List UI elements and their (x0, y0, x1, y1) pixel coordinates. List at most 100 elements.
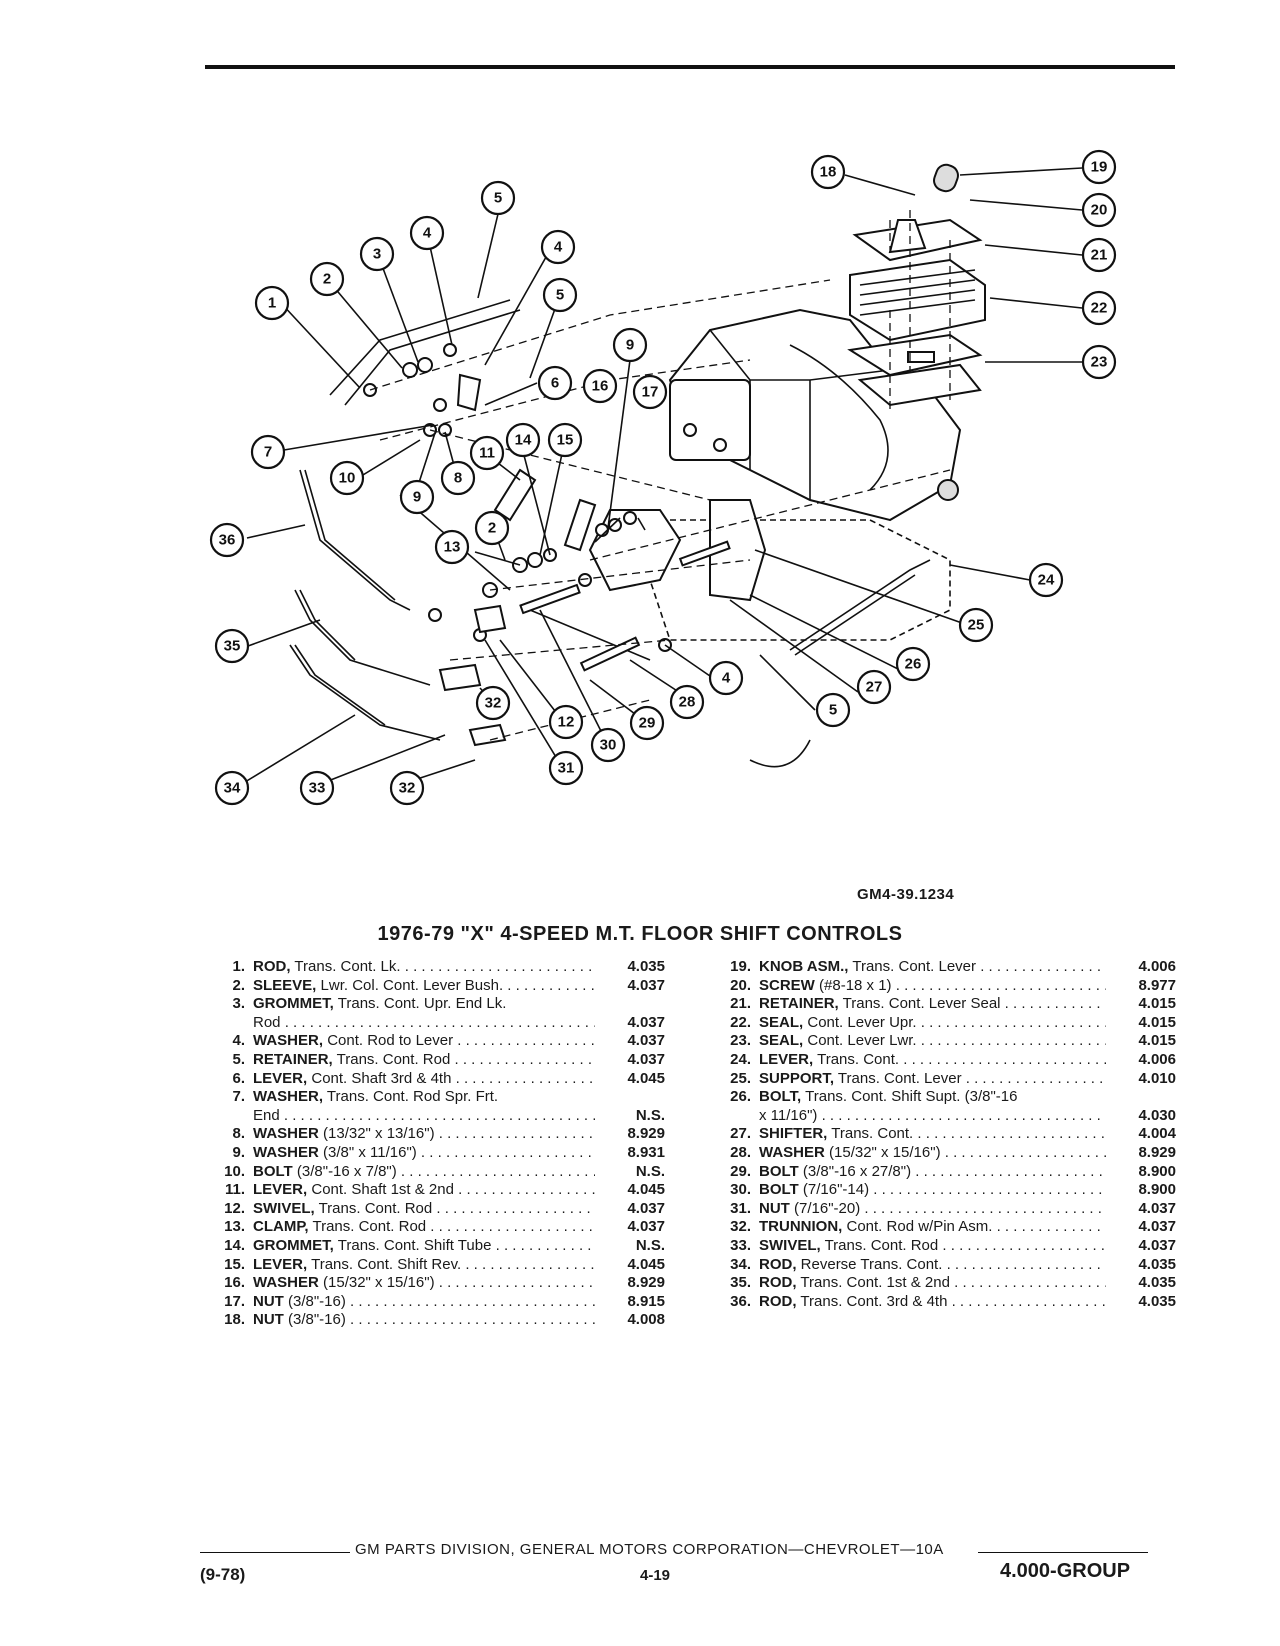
part-name: WASHER (253, 1143, 319, 1161)
assembly-lines (369, 210, 951, 741)
parts-row: 12.SWIVEL, Trans. Cont. Rod4.037 (200, 1200, 665, 1219)
parts-row: 6.LEVER, Cont. Shaft 3rd & 4th4.045 (200, 1070, 665, 1089)
part-description: KNOB ASM., Trans. Cont. Lever (759, 958, 1106, 977)
part-detail: (13/32" x 13/16") (323, 1125, 435, 1143)
svg-text:23: 23 (1091, 354, 1108, 371)
part-detail: (3/8"-16 x 7/8") (296, 1162, 397, 1180)
part-description: NUT (3/8"-16) (253, 1293, 595, 1312)
parts-row: 32.TRUNNION, Cont. Rod w/Pin Asm.4.037 (706, 1218, 1176, 1237)
footer-group: 4.000-GROUP (1000, 1560, 1131, 1582)
parts-row: EndN.S. (200, 1107, 665, 1126)
parts-row: 15.LEVER, Trans. Cont. Shift Rev.4.045 (200, 1256, 665, 1275)
parts-row: 2.SLEEVE, Lwr. Col. Cont. Lever Bush.4.0… (200, 977, 665, 996)
svg-text:7: 7 (264, 444, 272, 461)
part-number-index: 9. (232, 1143, 245, 1161)
part-name: GROMMET, (253, 1236, 334, 1254)
parts-row: 27.SHIFTER, Trans. Cont.4.004 (706, 1125, 1176, 1144)
part-name: WASHER, (253, 1088, 324, 1106)
svg-text:36: 36 (219, 532, 236, 549)
parts-row: 23.SEAL, Cont. Lever Lwr.4.015 (706, 1032, 1176, 1051)
callout-11: 11 (469, 435, 505, 471)
group-number: 8.929 (627, 1125, 665, 1143)
part-number-index: 2. (232, 976, 245, 994)
part-description: CLAMP, Trans. Cont. Rod (253, 1218, 595, 1237)
svg-text:34: 34 (224, 780, 241, 797)
footer-rule-right (978, 1552, 1148, 1553)
callout-33: 33 (299, 770, 335, 806)
part-description: ROD, Reverse Trans. Cont. (759, 1256, 1106, 1275)
part-number-index: 24. (730, 1050, 751, 1068)
part-description: WASHER (15/32" x 15/16") (759, 1144, 1106, 1163)
part-description: SLEEVE, Lwr. Col. Cont. Lever Bush. (253, 977, 595, 996)
group-number: 4.015 (1138, 995, 1176, 1013)
part-name: NUT (759, 1199, 790, 1217)
parts-row: Rod4.037 (200, 1014, 665, 1033)
callout-5c: 5 (815, 692, 851, 728)
part-number-index: 11. (224, 1181, 245, 1199)
parts-row: 8.WASHER (13/32" x 13/16")8.929 (200, 1125, 665, 1144)
parts-row: 25.SUPPORT, Trans. Cont. Lever4.010 (706, 1070, 1176, 1089)
part-name: TRUNNION, (759, 1218, 843, 1236)
part-description: BOLT (3/8"-16 x 7/8") (253, 1163, 595, 1182)
part-name: WASHER (759, 1143, 825, 1161)
part-number-index: 32. (730, 1218, 751, 1236)
svg-text:12: 12 (558, 714, 575, 731)
part-number-index: 27. (730, 1125, 751, 1143)
callout-9: 9 (399, 479, 435, 515)
part-detail: (15/32" x 15/16") (323, 1274, 435, 1292)
callout-36: 36 (209, 522, 245, 558)
parts-row: 4.WASHER, Cont. Rod to Lever4.037 (200, 1032, 665, 1051)
svg-text:25: 25 (968, 617, 985, 634)
group-number: 8.931 (627, 1143, 665, 1161)
part-name: LEVER, (253, 1255, 308, 1273)
part-detail: (7/16"-20) (794, 1199, 861, 1217)
callout-32b: 32 (475, 685, 511, 721)
callout-1: 1 (254, 285, 290, 321)
parts-row: 14.GROMMET, Trans. Cont. Shift TubeN.S. (200, 1237, 665, 1256)
part-number-index: 36. (730, 1292, 751, 1310)
part-number-index: 1. (232, 958, 245, 975)
group-number: 4.015 (1138, 1032, 1176, 1050)
part-description: SWIVEL, Trans. Cont. Rod (253, 1200, 595, 1219)
callout-30: 30 (590, 727, 626, 763)
callout-24: 24 (1028, 562, 1064, 598)
callout-34: 34 (214, 770, 250, 806)
callout-31: 31 (548, 750, 584, 786)
part-description: WASHER, Cont. Rod to Lever (253, 1032, 595, 1051)
part-description: Rod (253, 1014, 595, 1033)
part-detail: Trans. Cont. Shift Supt. (3/8"-16 (805, 1088, 1018, 1106)
part-detail: (3/8"-16) (288, 1292, 346, 1310)
svg-text:5: 5 (829, 702, 837, 719)
parts-row: 17.NUT (3/8"-16)8.915 (200, 1293, 665, 1312)
parts-row: x 11/16")4.030 (706, 1107, 1176, 1126)
parts-row: 19.KNOB ASM., Trans. Cont. Lever4.006 (706, 958, 1176, 977)
part-number-index: 33. (730, 1236, 751, 1254)
callout-21: 21 (1081, 237, 1117, 273)
svg-text:32: 32 (485, 695, 502, 712)
svg-text:5: 5 (494, 190, 502, 207)
part-description: LEVER, Trans. Cont. (759, 1051, 1106, 1070)
part-number-index: 22. (730, 1013, 751, 1031)
footer-source: GM PARTS DIVISION, GENERAL MOTORS CORPOR… (355, 1541, 944, 1558)
group-number: 8.900 (1138, 1162, 1176, 1180)
part-detail: Trans. Cont. 1st & 2nd (800, 1274, 950, 1292)
parts-list-right: 19.KNOB ASM., Trans. Cont. Lever4.00620.… (706, 958, 1176, 1311)
part-description: NUT (3/8"-16) (253, 1311, 595, 1330)
part-name: ROD, (759, 1274, 797, 1292)
svg-text:8: 8 (454, 470, 462, 487)
page-title: 1976-79 "X" 4-SPEED M.T. FLOOR SHIFT CON… (377, 923, 903, 945)
group-number: 8.915 (627, 1292, 665, 1310)
svg-text:24: 24 (1038, 572, 1055, 589)
callout-29: 29 (629, 705, 665, 741)
group-number: 4.037 (627, 1199, 665, 1217)
callout-12: 12 (548, 704, 584, 740)
part-name: WASHER (253, 1274, 319, 1292)
group-number: 4.015 (1138, 1013, 1176, 1031)
part-number-index: 25. (730, 1069, 751, 1087)
group-number: 4.037 (1138, 1236, 1176, 1254)
part-detail: (3/8" x 11/16") (323, 1143, 417, 1161)
group-number: 4.037 (627, 1032, 665, 1050)
part-name: BOLT (759, 1162, 799, 1180)
callout-13: 13 (434, 529, 470, 565)
part-detail: Cont. Shaft 1st & 2nd (311, 1181, 454, 1199)
